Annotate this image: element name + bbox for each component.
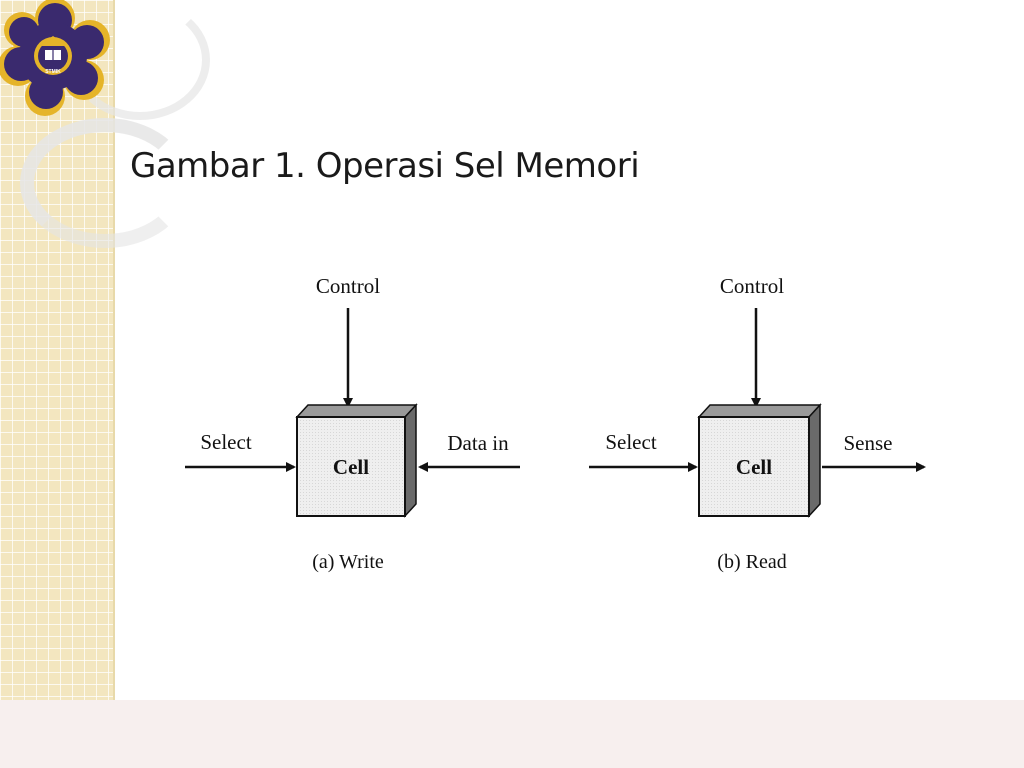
write-data-in-label: Data in — [447, 431, 509, 455]
decorative-side-strip — [0, 0, 115, 700]
footer-band — [0, 700, 1024, 768]
stmik-logo: STMIK — [0, 0, 110, 116]
read-operation-group: Control Cell Select Sense (b) Read — [589, 274, 926, 573]
stmik-seal-icon: STMIK — [0, 0, 110, 116]
write-cell-box — [295, 403, 418, 518]
read-select-label: Select — [605, 430, 656, 454]
read-cell-label: Cell — [736, 455, 772, 479]
write-select-label: Select — [200, 430, 251, 454]
write-caption: (a) Write — [312, 551, 384, 573]
write-control-label: Control — [316, 274, 380, 298]
read-control-label: Control — [720, 274, 784, 298]
memory-cell-diagram: Control Cell Select Data in (a) Write Co… — [185, 274, 926, 573]
read-sense-label: Sense — [844, 431, 893, 455]
write-operation-group: Control Cell Select Data in (a) Write — [185, 274, 520, 573]
write-cell-label: Cell — [333, 455, 369, 479]
read-cell-box — [697, 403, 822, 518]
logo-text: STMIK — [45, 69, 61, 75]
slide-title: Gambar 1. Operasi Sel Memori — [130, 146, 640, 186]
read-caption: (b) Read — [717, 551, 786, 573]
decorative-swirl-top — [70, 0, 210, 120]
